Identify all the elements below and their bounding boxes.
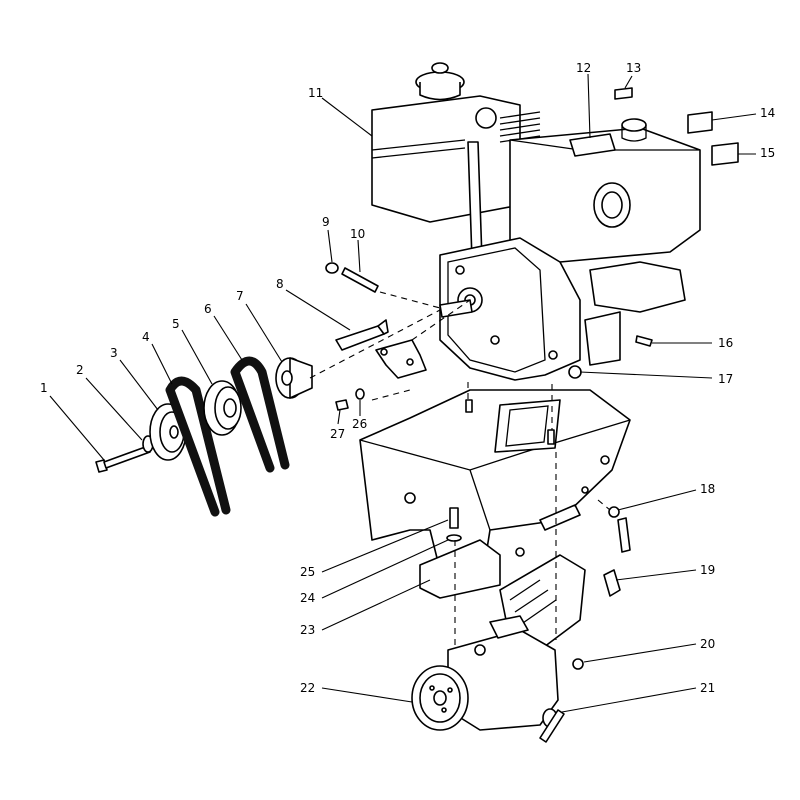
bolt-25 [449,507,459,529]
svg-text:13: 13 [626,61,641,75]
callout-4: 4 [142,330,173,385]
svg-text:14: 14 [760,106,775,120]
svg-text:26: 26 [352,417,367,431]
callout-18: 18 [617,482,715,511]
callout-17: 17 [579,371,733,386]
decal-15 [711,142,739,166]
callout-15: 15 [738,146,775,160]
svg-text:23: 23 [300,623,315,637]
svg-text:22: 22 [300,681,315,695]
callout-20: 20 [583,637,715,663]
callout-11: 11 [308,86,373,137]
assembly-lines [309,291,611,645]
svg-text:12: 12 [576,61,591,75]
svg-text:9: 9 [322,215,330,229]
callout-12: 12 [576,61,591,139]
svg-text:11: 11 [308,86,323,100]
svg-text:4: 4 [142,330,150,344]
callout-3: 3 [110,346,159,411]
nut-18 [608,506,620,518]
svg-text:15: 15 [760,146,775,160]
callout-10: 10 [350,227,365,273]
screw-27 [335,399,349,411]
stud-10 [341,267,379,293]
belt-guide-bracket [335,319,427,379]
callout-6: 6 [204,302,243,361]
nut-20 [572,658,584,670]
decal-14 [687,111,713,134]
bracket-19 [603,569,621,597]
callouts: 1 2 3 4 5 6 7 8 9 10 11 12 13 14 15 16 1… [40,61,775,713]
callout-26: 26 [352,400,367,431]
callout-8: 8 [276,277,351,331]
callout-1: 1 [40,381,105,461]
lower-transmission [411,539,586,731]
svg-text:6: 6 [204,302,212,316]
washer-24 [446,534,462,542]
svg-text:7: 7 [236,289,244,303]
callout-25: 25 [300,519,449,579]
spring-21 [539,709,565,743]
svg-text:1: 1 [40,381,48,395]
svg-text:5: 5 [172,317,180,331]
callout-14: 14 [711,106,775,121]
callout-5: 5 [172,317,213,385]
callout-24: 24 [300,539,449,605]
svg-text:20: 20 [700,637,715,651]
nut-9 [325,262,339,274]
rod-19 [617,517,631,553]
callout-16: 16 [652,336,733,350]
svg-text:17: 17 [718,372,733,386]
frame-housing [359,389,631,581]
callout-2: 2 [76,363,143,441]
svg-text:18: 18 [700,482,715,496]
drive-pulley-parts [95,356,313,517]
svg-text:21: 21 [700,681,715,695]
decal-13 [614,87,633,100]
svg-text:24: 24 [300,591,315,605]
svg-text:16: 16 [718,336,733,350]
callout-7: 7 [236,289,283,363]
svg-text:27: 27 [330,427,345,441]
svg-text:8: 8 [276,277,284,291]
washer-26 [355,388,365,400]
callout-23: 23 [300,579,431,637]
svg-text:19: 19 [700,563,715,577]
callout-19: 19 [615,563,715,581]
svg-text:10: 10 [350,227,365,241]
screw-16 [635,335,653,347]
callout-9: 9 [322,215,333,263]
svg-text:25: 25 [300,565,315,579]
callout-21: 21 [561,681,715,713]
callout-22: 22 [300,681,413,703]
callout-27: 27 [330,409,345,441]
svg-text:3: 3 [110,346,118,360]
callout-13: 13 [624,61,641,89]
engine-assembly [371,62,701,381]
svg-text:2: 2 [76,363,84,377]
